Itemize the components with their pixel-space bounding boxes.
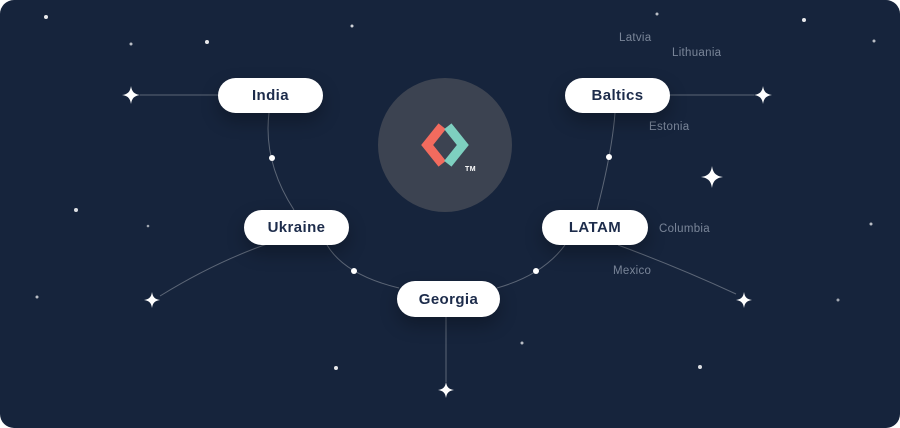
background-star-dots: [35, 12, 876, 370]
region-label: Georgia: [418, 290, 479, 308]
country-label-lithuania: Lithuania: [672, 47, 722, 59]
region-node-latam[interactable]: LATAM: [542, 210, 648, 245]
country-label-estonia: Estonia: [649, 121, 690, 133]
line-latam-southeast: [617, 244, 737, 295]
region-label: Ukraine: [267, 219, 326, 236]
logo-circle: TM: [378, 78, 512, 212]
country-label-columbia: Columbia: [659, 223, 710, 235]
line-ukraine-georgia: [326, 244, 400, 289]
region-node-baltics[interactable]: Baltics: [565, 78, 670, 113]
region-label: India: [251, 87, 289, 104]
logo-right-chevron-icon: [444, 123, 469, 167]
region-node-ukraine[interactable]: Ukraine: [244, 210, 349, 245]
logo-left-chevron-icon: [421, 123, 446, 167]
sparkle-star: [144, 292, 160, 308]
line-latam-baltics: [596, 112, 616, 211]
sparkle-star: [736, 292, 752, 308]
line-latam-georgia: [496, 244, 566, 289]
sparkle-star: [754, 86, 772, 104]
region-node-india[interactable]: India: [218, 78, 323, 113]
country-label-latvia: Latvia: [619, 32, 652, 44]
region-label: LATAM: [568, 219, 622, 236]
sparkle-star: [122, 86, 140, 104]
region-node-georgia[interactable]: Georgia: [397, 281, 500, 317]
junction-dots: [269, 154, 612, 274]
sparkle-star: [701, 166, 723, 188]
line-ukraine-southwest: [159, 242, 271, 297]
region-label: Baltics: [591, 87, 644, 104]
line-india-ukraine: [267, 112, 295, 211]
country-label-mexico: Mexico: [613, 265, 652, 277]
logo-tm-label: TM: [465, 166, 477, 173]
sparkle-star: [438, 382, 454, 398]
logo-mark: [421, 123, 469, 167]
